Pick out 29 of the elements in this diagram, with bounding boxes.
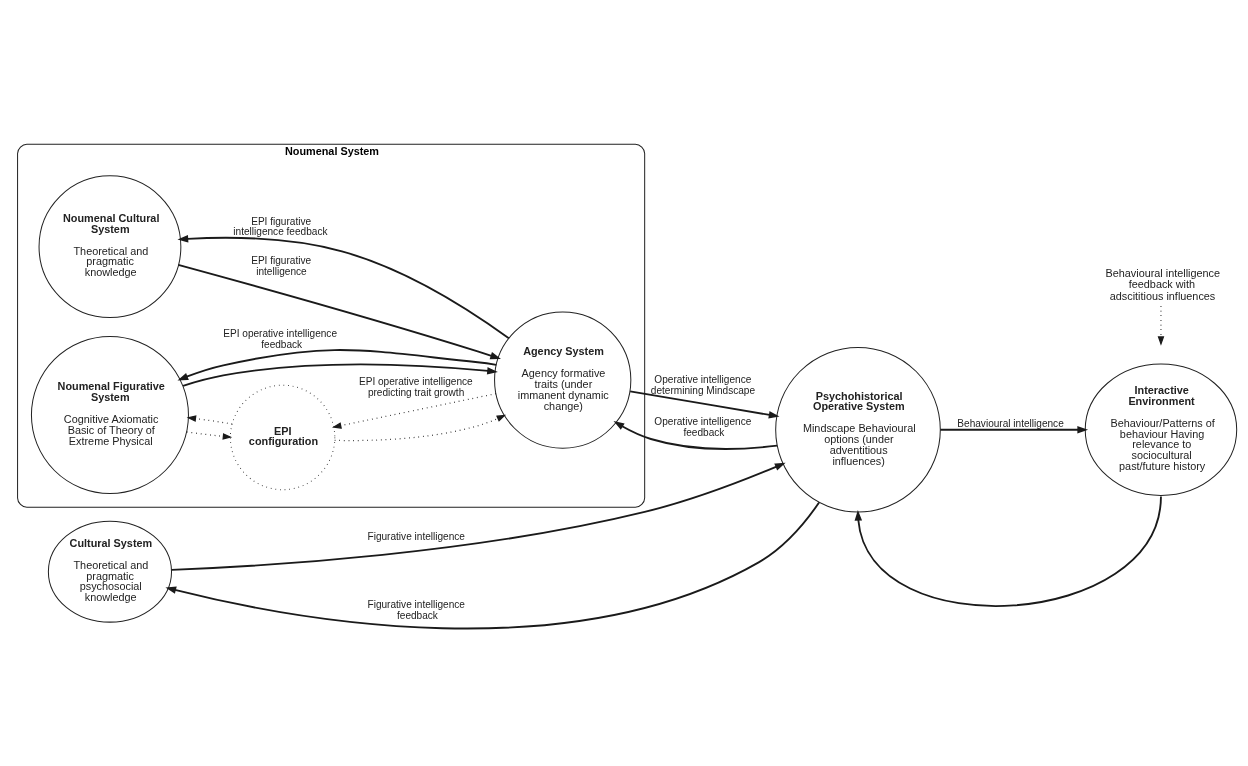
edge-label: EPI figurative intelligence feedback [233,215,328,237]
arrow [1157,304,1165,346]
arrow [182,363,498,387]
edge-label: Operative intelligence feedback [654,415,752,438]
edge-label: Figurative intelligence [367,530,465,542]
edge-label: Operative intelligence determining Mindscape [650,373,756,396]
arrow [332,392,497,429]
node-ellipse: Cultural System Theoretical and pragmatic psychosocial knowledge [47,520,173,623]
node-ellipse: Interactive Environment Behaviour/Patterns of behaviour Having relevance to sociocultural past/future history [1084,363,1238,496]
arrow [186,430,233,440]
node-circle: Noumenal Cultural System Theoretical and pragmatic knowledge [38,174,182,318]
arrow [334,414,507,441]
arrow [170,462,786,571]
arrow [613,420,779,450]
arrow [177,348,498,380]
arrow [177,263,501,359]
arrow [629,389,780,418]
arrow [165,501,820,629]
edge-label: Behavioural intelligence [957,417,1064,429]
arrow [177,234,510,339]
arrow [939,425,1089,433]
edge-label: EPI operative intelligence feedback [223,327,337,350]
node-text: Behavioural intelligence feedback with adscititious influences [1105,266,1221,302]
arrow [186,414,233,425]
edge-label: EPI figurative intelligence [251,254,312,277]
edge-label: Figurative intelligence feedback [367,598,465,621]
node-circle: EPI configuration [229,384,336,490]
arrow [854,494,1162,606]
edge-label: EPI operative intelligence predicting trait growth [358,375,473,398]
